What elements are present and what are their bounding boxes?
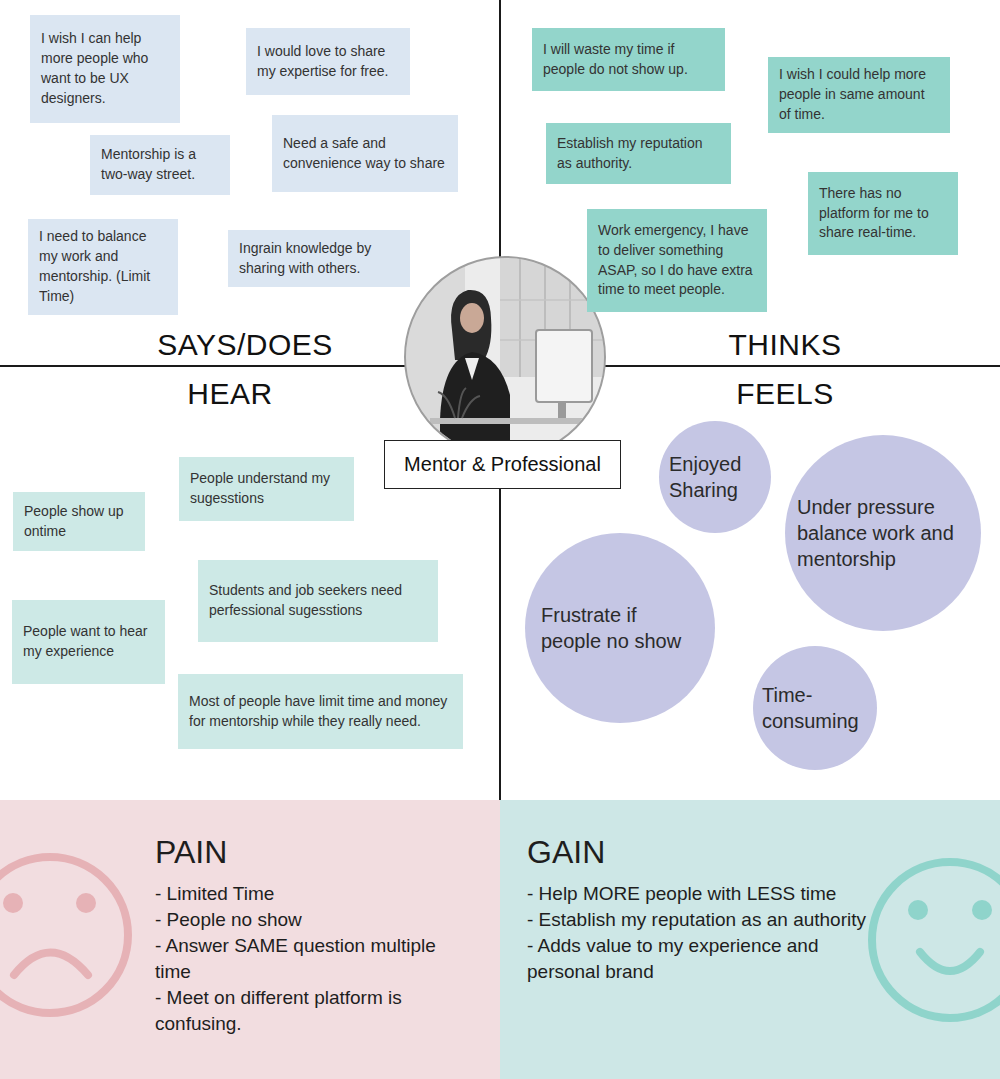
note-text: Ingrain knowledge by sharing with others… (239, 239, 399, 279)
panel-item: - Adds value to my experience and person… (527, 933, 867, 985)
says-note: I would love to share my expertise for f… (246, 28, 410, 95)
panel-heading: PAIN (155, 834, 475, 871)
persona-label-box: Mentor & Professional (384, 440, 621, 489)
feel-bubble: Time-consuming (753, 646, 877, 770)
quadrant-heading: SAYS/DOES (120, 328, 370, 362)
hear-note: Most of people have limit time and money… (178, 674, 463, 749)
portrait-photo (405, 257, 605, 457)
hear-note: People show up ontime (13, 492, 145, 551)
happy-face (872, 862, 1000, 1018)
pain-ground (0, 800, 500, 1079)
panel-item: - Meet on different platform is confusin… (155, 985, 475, 1037)
says-note: Ingrain knowledge by sharing with others… (228, 230, 410, 287)
panel-heading: GAIN (527, 834, 867, 871)
thinks-note: I will waste my time if people do not sh… (532, 28, 725, 91)
says-note: Mentorship is a two-way street. (90, 135, 230, 195)
thinks-note: I wish I could help more people in same … (768, 57, 950, 133)
says-note: Need a safe and convenience way to share (272, 115, 458, 192)
bubble-text: Frustrate if people no show (541, 602, 699, 654)
note-text: There has no platform for me to share re… (819, 184, 947, 244)
pain-panel: PAIN - Limited Time- People no show- Answ… (0, 800, 500, 1079)
thinks-note: Establish my reputation as authority. (546, 123, 731, 184)
feel-bubble: Enjoyed Sharing (659, 421, 771, 533)
thinks-note: Work emergency, I have to deliver someth… (587, 209, 767, 312)
feel-bubble: Under pressure balance work and mentorsh… (785, 435, 981, 631)
note-text: Students and job seekers need perfession… (209, 581, 427, 621)
hear-note: People understand my sugesstions (179, 457, 354, 521)
note-text: I need to balance my work and mentorship… (39, 227, 167, 307)
quadrant-heading: HEAR (110, 377, 350, 411)
quadrant-heading: FEELS (665, 377, 905, 411)
sad-face (0, 857, 128, 1013)
bubble-text-wrap: Enjoyed Sharing (669, 451, 761, 503)
note-text: I wish I can help more people who want t… (41, 29, 169, 109)
note-text: Most of people have limit time and money… (189, 692, 452, 732)
panel-item: - Answer SAME question multiple time (155, 933, 475, 985)
panel-item: - Help MORE people with LESS time (527, 881, 867, 907)
note-text: I would love to share my expertise for f… (257, 42, 399, 82)
thinks-note: There has no platform for me to share re… (808, 172, 958, 255)
note-text: Mentorship is a two-way street. (101, 145, 219, 185)
panel-item: - Establish my reputation as an authorit… (527, 907, 867, 933)
bubble-text: Enjoyed Sharing (669, 451, 761, 503)
note-text: Need a safe and convenience way to share (283, 134, 447, 174)
bubble-text-wrap: Under pressure balance work and mentorsh… (797, 494, 969, 572)
gain-ground (500, 800, 1000, 1079)
note-text: People understand my sugesstions (190, 469, 343, 509)
note-text: I wish I could help more people in same … (779, 65, 939, 125)
says-note: I need to balance my work and mentorship… (28, 219, 178, 315)
hear-note: Students and job seekers need perfession… (198, 560, 438, 642)
note-text: People show up ontime (24, 502, 134, 542)
note-text: People want to hear my experience (23, 622, 154, 662)
bubble-text-wrap: Time-consuming (762, 682, 868, 734)
hear-note: People want to hear my experience (12, 600, 165, 684)
note-text: Work emergency, I have to deliver someth… (598, 221, 756, 301)
note-text: I will waste my time if people do not sh… (543, 40, 714, 80)
says-note: I wish I can help more people who want t… (30, 15, 180, 123)
persona-label: Mentor & Professional (404, 453, 601, 476)
bubble-text: Under pressure balance work and mentorsh… (797, 494, 969, 572)
panel-item: - People no show (155, 907, 475, 933)
gain-panel: GAIN - Help MORE people with LESS time- E… (500, 800, 1000, 1079)
bubble-text-wrap: Frustrate if people no show (541, 602, 699, 654)
feel-bubble: Frustrate if people no show (525, 533, 715, 723)
note-text: Establish my reputation as authority. (557, 134, 720, 174)
panel-item: - Limited Time (155, 881, 475, 907)
quadrant-heading: THINKS (660, 328, 910, 362)
bubble-text: Time-consuming (762, 682, 868, 734)
